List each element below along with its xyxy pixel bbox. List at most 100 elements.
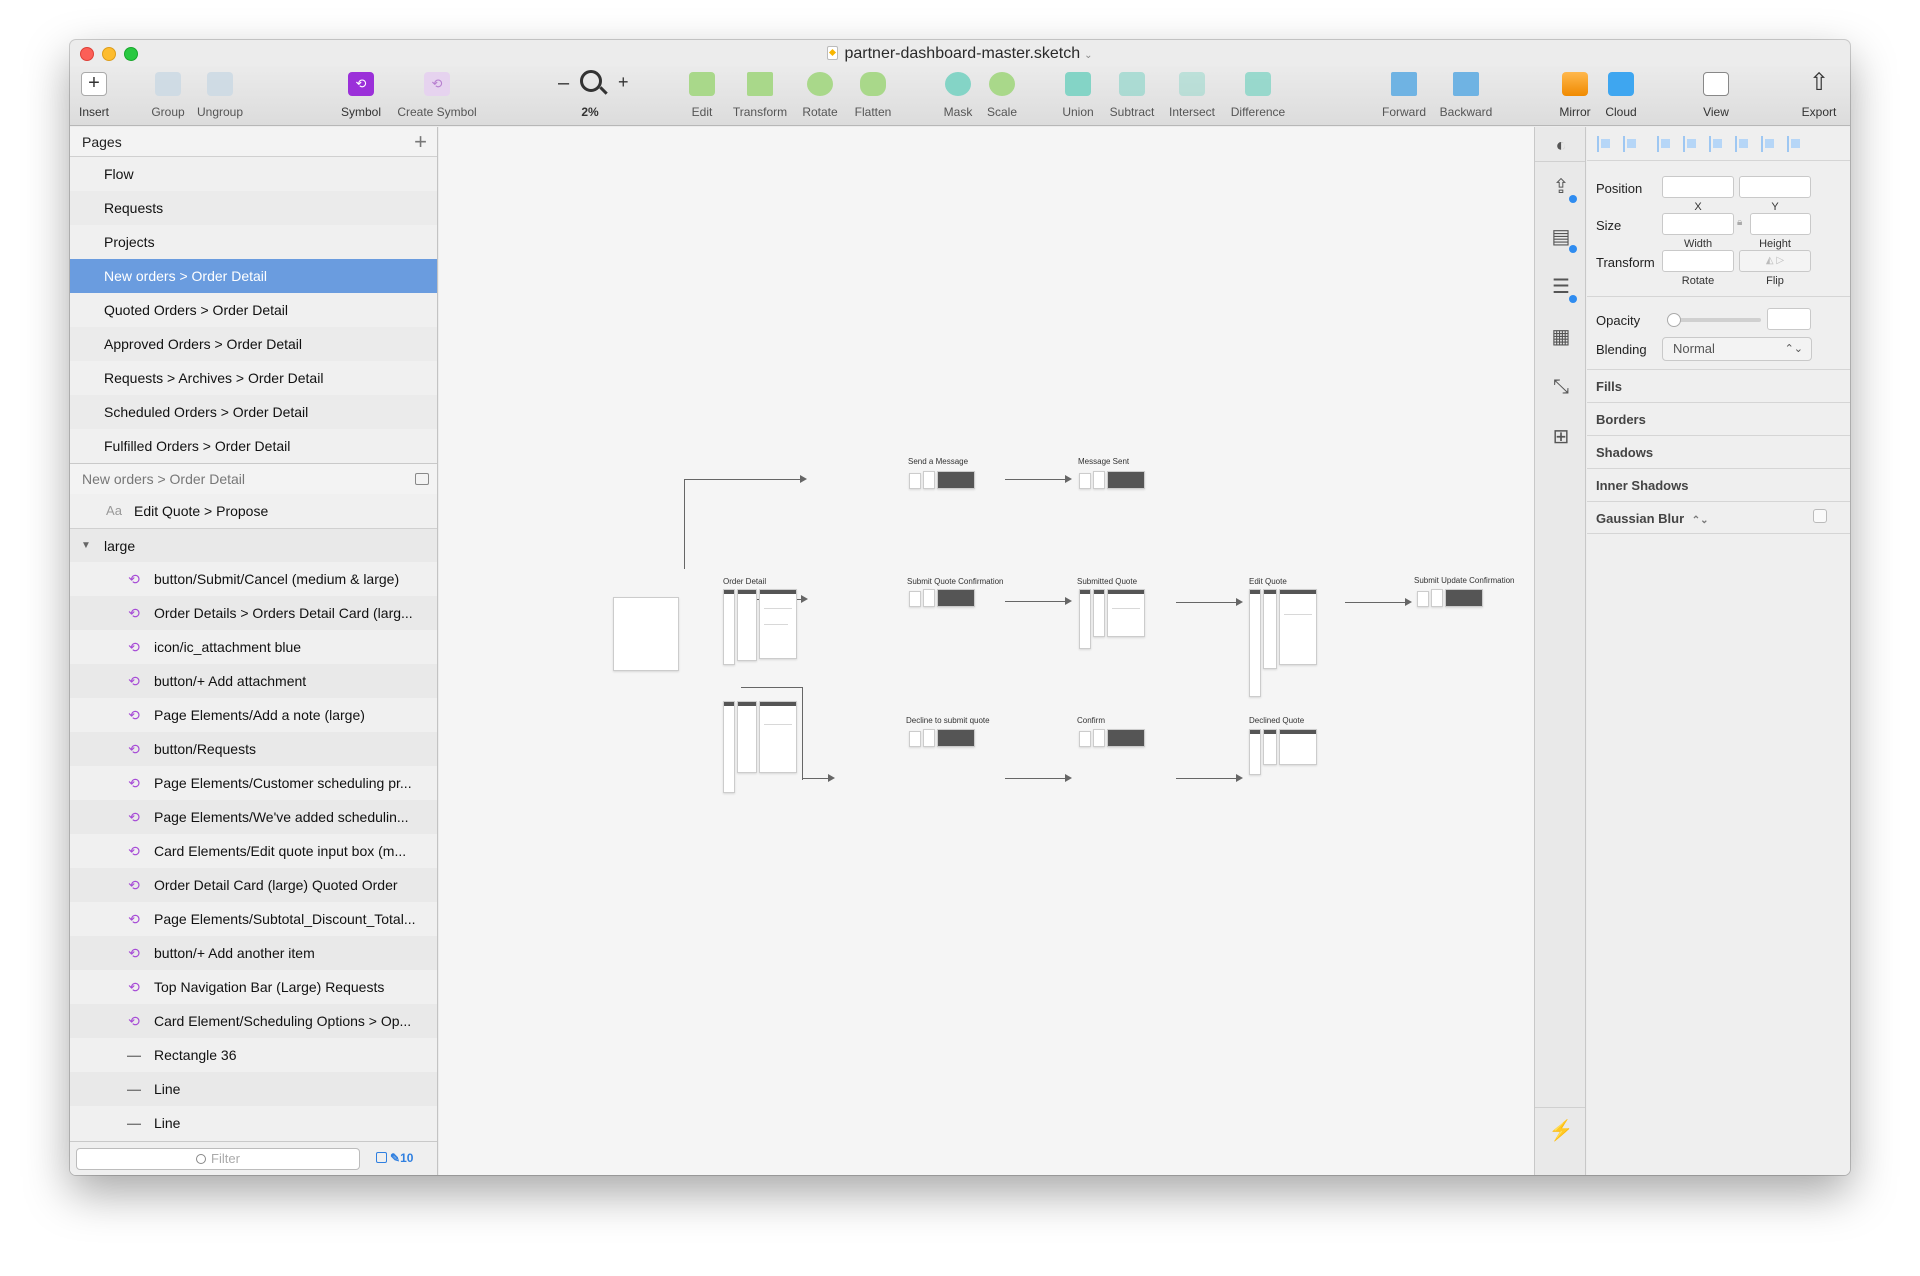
page-item[interactable]: Fulfilled Orders > Order Detail bbox=[70, 429, 437, 463]
artboard[interactable] bbox=[1249, 729, 1261, 775]
layer-item[interactable]: ⟲button/Submit/Cancel (medium & large) bbox=[70, 562, 437, 596]
opacity-input[interactable] bbox=[1767, 308, 1811, 330]
artboard[interactable] bbox=[923, 589, 935, 607]
page-item[interactable]: Quoted Orders > Order Detail bbox=[70, 293, 437, 327]
create-symbol-button[interactable]: ⟲ Create Symbol bbox=[392, 66, 482, 126]
transform-button[interactable]: Transform bbox=[725, 66, 795, 126]
cloud-button[interactable]: Cloud bbox=[1598, 66, 1644, 126]
position-x-input[interactable] bbox=[1662, 176, 1734, 198]
view-button[interactable]: View bbox=[1694, 66, 1738, 126]
artboard[interactable] bbox=[1279, 589, 1317, 665]
artboard[interactable] bbox=[1417, 591, 1429, 607]
layer-item[interactable]: ⟲icon/ic_attachment blue bbox=[70, 630, 437, 664]
intersect-button[interactable]: Intersect bbox=[1162, 66, 1222, 126]
scale-button[interactable]: Scale bbox=[982, 66, 1022, 126]
page-item-selected[interactable]: New orders > Order Detail bbox=[70, 259, 437, 293]
artboard[interactable] bbox=[759, 701, 797, 773]
artboard[interactable] bbox=[1445, 589, 1483, 607]
shadows-section[interactable]: Shadows bbox=[1587, 435, 1850, 468]
blending-select[interactable]: Normal⌃⌄ bbox=[1662, 337, 1812, 361]
layer-group-large[interactable]: ▼ large bbox=[70, 528, 437, 562]
artboard[interactable] bbox=[1249, 589, 1261, 697]
borders-section[interactable]: Borders bbox=[1587, 402, 1850, 435]
align-bottom-icon[interactable] bbox=[1787, 136, 1803, 152]
artboard[interactable] bbox=[723, 589, 735, 665]
layer-item[interactable]: ⟲Page Elements/Customer scheduling pr... bbox=[70, 766, 437, 800]
union-button[interactable]: Union bbox=[1056, 66, 1100, 126]
layer-item[interactable]: ⟲Order Details > Orders Detail Card (lar… bbox=[70, 596, 437, 630]
artboard[interactable] bbox=[923, 471, 935, 489]
layer-item-shape[interactable]: —Line bbox=[70, 1106, 437, 1140]
slider-knob[interactable] bbox=[1667, 313, 1681, 327]
backward-button[interactable]: Backward bbox=[1434, 66, 1498, 126]
align-right-icon[interactable] bbox=[1709, 136, 1725, 152]
export-button[interactable]: ⇧ Export bbox=[1794, 66, 1844, 126]
artboard[interactable] bbox=[759, 589, 797, 659]
add-page-button[interactable]: + bbox=[414, 129, 427, 154]
artboard[interactable] bbox=[1107, 729, 1145, 747]
page-item[interactable]: Flow bbox=[70, 157, 437, 191]
opacity-slider[interactable] bbox=[1667, 313, 1761, 327]
artboard[interactable] bbox=[937, 729, 975, 747]
layer-item[interactable]: ⟲Page Elements/We've added schedulin... bbox=[70, 800, 437, 834]
zoom-out-button[interactable]: – bbox=[558, 72, 570, 94]
mirror-button[interactable]: Mirror bbox=[1552, 66, 1598, 126]
artboard[interactable] bbox=[1107, 589, 1145, 637]
artboard[interactable] bbox=[1079, 731, 1091, 747]
height-input[interactable] bbox=[1750, 213, 1811, 235]
page-item[interactable]: Approved Orders > Order Detail bbox=[70, 327, 437, 361]
maximize-window-button[interactable] bbox=[124, 47, 138, 61]
artboard[interactable] bbox=[1079, 589, 1091, 649]
artboard-flow-overview[interactable] bbox=[613, 597, 679, 671]
filter-input[interactable]: Filter bbox=[76, 1148, 360, 1170]
add-image-icon[interactable]: ⊞ bbox=[1552, 426, 1570, 448]
position-y-input[interactable] bbox=[1739, 176, 1811, 198]
magnifier-icon[interactable] bbox=[580, 70, 602, 92]
export-layer-icon[interactable]: ⇪ bbox=[1547, 173, 1577, 203]
layer-item-shape[interactable]: —Rectangle 36 bbox=[70, 1038, 437, 1072]
layer-item[interactable]: ⟲Card Elements/Edit quote input box (m..… bbox=[70, 834, 437, 868]
artboard[interactable] bbox=[737, 589, 757, 661]
distribute-vertical-icon[interactable] bbox=[1623, 136, 1639, 152]
layer-item[interactable]: ⟲Page Elements/Subtotal_Discount_Total..… bbox=[70, 902, 437, 936]
close-window-button[interactable] bbox=[80, 47, 94, 61]
printer-icon[interactable]: ▤ bbox=[1547, 223, 1577, 253]
artboard[interactable] bbox=[737, 701, 757, 773]
document-title[interactable]: partner-dashboard-master.sketch⌄ bbox=[70, 45, 1850, 63]
layer-item[interactable]: ⟲button/Requests bbox=[70, 732, 437, 766]
inner-shadows-section[interactable]: Inner Shadows bbox=[1587, 468, 1850, 501]
difference-button[interactable]: Difference bbox=[1222, 66, 1294, 126]
mask-button[interactable]: Mask bbox=[936, 66, 980, 126]
forward-button[interactable]: Forward bbox=[1374, 66, 1434, 126]
style-tab-icon[interactable]: ◐ bbox=[1555, 135, 1567, 155]
canvas[interactable]: Send a Message Message Sent Order Detail… bbox=[439, 127, 1534, 1175]
artboard[interactable] bbox=[1279, 729, 1317, 765]
fills-section[interactable]: Fills bbox=[1587, 369, 1850, 402]
insert-button[interactable]: + Insert bbox=[74, 66, 114, 126]
artboard[interactable] bbox=[937, 471, 975, 489]
align-middle-icon[interactable] bbox=[1761, 136, 1777, 152]
ungroup-button[interactable]: Ungroup bbox=[192, 66, 248, 126]
minimize-window-button[interactable] bbox=[102, 47, 116, 61]
artboard[interactable] bbox=[1263, 589, 1277, 669]
artboard[interactable] bbox=[1107, 471, 1145, 489]
align-center-horizontal-icon[interactable] bbox=[1683, 136, 1699, 152]
resize-artboard-icon[interactable]: ⤡ bbox=[1553, 376, 1569, 398]
layer-item-text[interactable]: Aa Edit Quote > Propose bbox=[70, 494, 437, 528]
edit-button[interactable]: Edit bbox=[682, 66, 722, 126]
align-top-icon[interactable] bbox=[1735, 136, 1751, 152]
layer-item[interactable]: ⟲Order Detail Card (large) Quoted Order bbox=[70, 868, 437, 902]
artboard[interactable] bbox=[1093, 729, 1105, 747]
gaussian-blur-checkbox[interactable] bbox=[1813, 509, 1827, 523]
rotate-button[interactable]: Rotate bbox=[795, 66, 845, 126]
align-left-icon[interactable] bbox=[1657, 136, 1673, 152]
artboard[interactable] bbox=[937, 589, 975, 607]
page-item[interactable]: Requests bbox=[70, 191, 437, 225]
updown-chevron-icon[interactable]: ⌃⌄ bbox=[1691, 515, 1709, 526]
collapse-pages-icon[interactable] bbox=[415, 473, 429, 485]
artboard[interactable] bbox=[909, 591, 921, 607]
flip-buttons[interactable]: ◭ ▷ bbox=[1739, 250, 1811, 272]
artboard[interactable] bbox=[1431, 589, 1443, 607]
rotate-input[interactable] bbox=[1662, 250, 1734, 272]
subtract-button[interactable]: Subtract bbox=[1104, 66, 1160, 126]
